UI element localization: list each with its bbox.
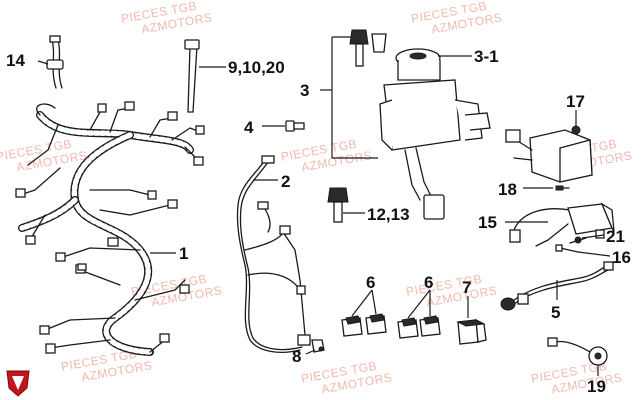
part-18-screw[interactable] — [555, 185, 570, 191]
callout-15: 15 — [478, 213, 497, 232]
part-1-main-harness[interactable] — [15, 101, 205, 356]
callout-3-1: 3-1 — [474, 47, 499, 66]
callout-7: 7 — [462, 278, 471, 297]
part-12-blank-key[interactable] — [327, 187, 349, 223]
part-6-connectors-right[interactable] — [397, 315, 441, 339]
part-17-rectifier[interactable] — [505, 125, 593, 183]
part-4-bolt[interactable] — [285, 120, 305, 132]
callout-17: 17 — [566, 92, 585, 111]
part-5-sensor-cable[interactable] — [500, 261, 614, 311]
callout-5: 5 — [551, 303, 560, 322]
part-3-ignition-switch[interactable] — [379, 48, 491, 220]
callout-6b: 6 — [424, 273, 433, 292]
part-9-cable-tie[interactable] — [184, 39, 200, 113]
callout-9: 9,10,20 — [228, 58, 285, 77]
callout-6a: 6 — [366, 273, 375, 292]
callout-14: 14 — [6, 51, 25, 70]
brand-shield-icon — [6, 370, 30, 397]
part-19-switch[interactable] — [547, 337, 608, 366]
part-7-relay[interactable] — [456, 318, 487, 345]
leader-14 — [37, 60, 49, 65]
leader-21 — [581, 234, 605, 239]
callout-16: 16 — [612, 248, 631, 267]
callout-3: 3 — [300, 81, 309, 100]
callout-4: 4 — [244, 118, 254, 137]
part-21-screw[interactable] — [569, 236, 587, 244]
callout-21: 21 — [606, 227, 625, 246]
part-14-loom-clip[interactable] — [46, 35, 64, 89]
callout-19: 19 — [587, 377, 606, 396]
part-2-sub-harness[interactable] — [236, 155, 311, 353]
part-15-starter-relay[interactable] — [509, 202, 615, 247]
callout-2: 2 — [281, 172, 290, 191]
part-3-key[interactable] — [349, 29, 387, 67]
part-16-pin[interactable] — [555, 244, 579, 253]
callout-18: 18 — [498, 180, 517, 199]
callout-8: 8 — [292, 347, 301, 366]
part-8-clip[interactable] — [311, 339, 325, 353]
part-6-connectors-left[interactable] — [341, 313, 387, 337]
callout-1: 1 — [179, 244, 188, 263]
leader-8 — [305, 349, 316, 355]
callout-12: 12,13 — [367, 205, 410, 224]
leader-16 — [577, 251, 611, 257]
